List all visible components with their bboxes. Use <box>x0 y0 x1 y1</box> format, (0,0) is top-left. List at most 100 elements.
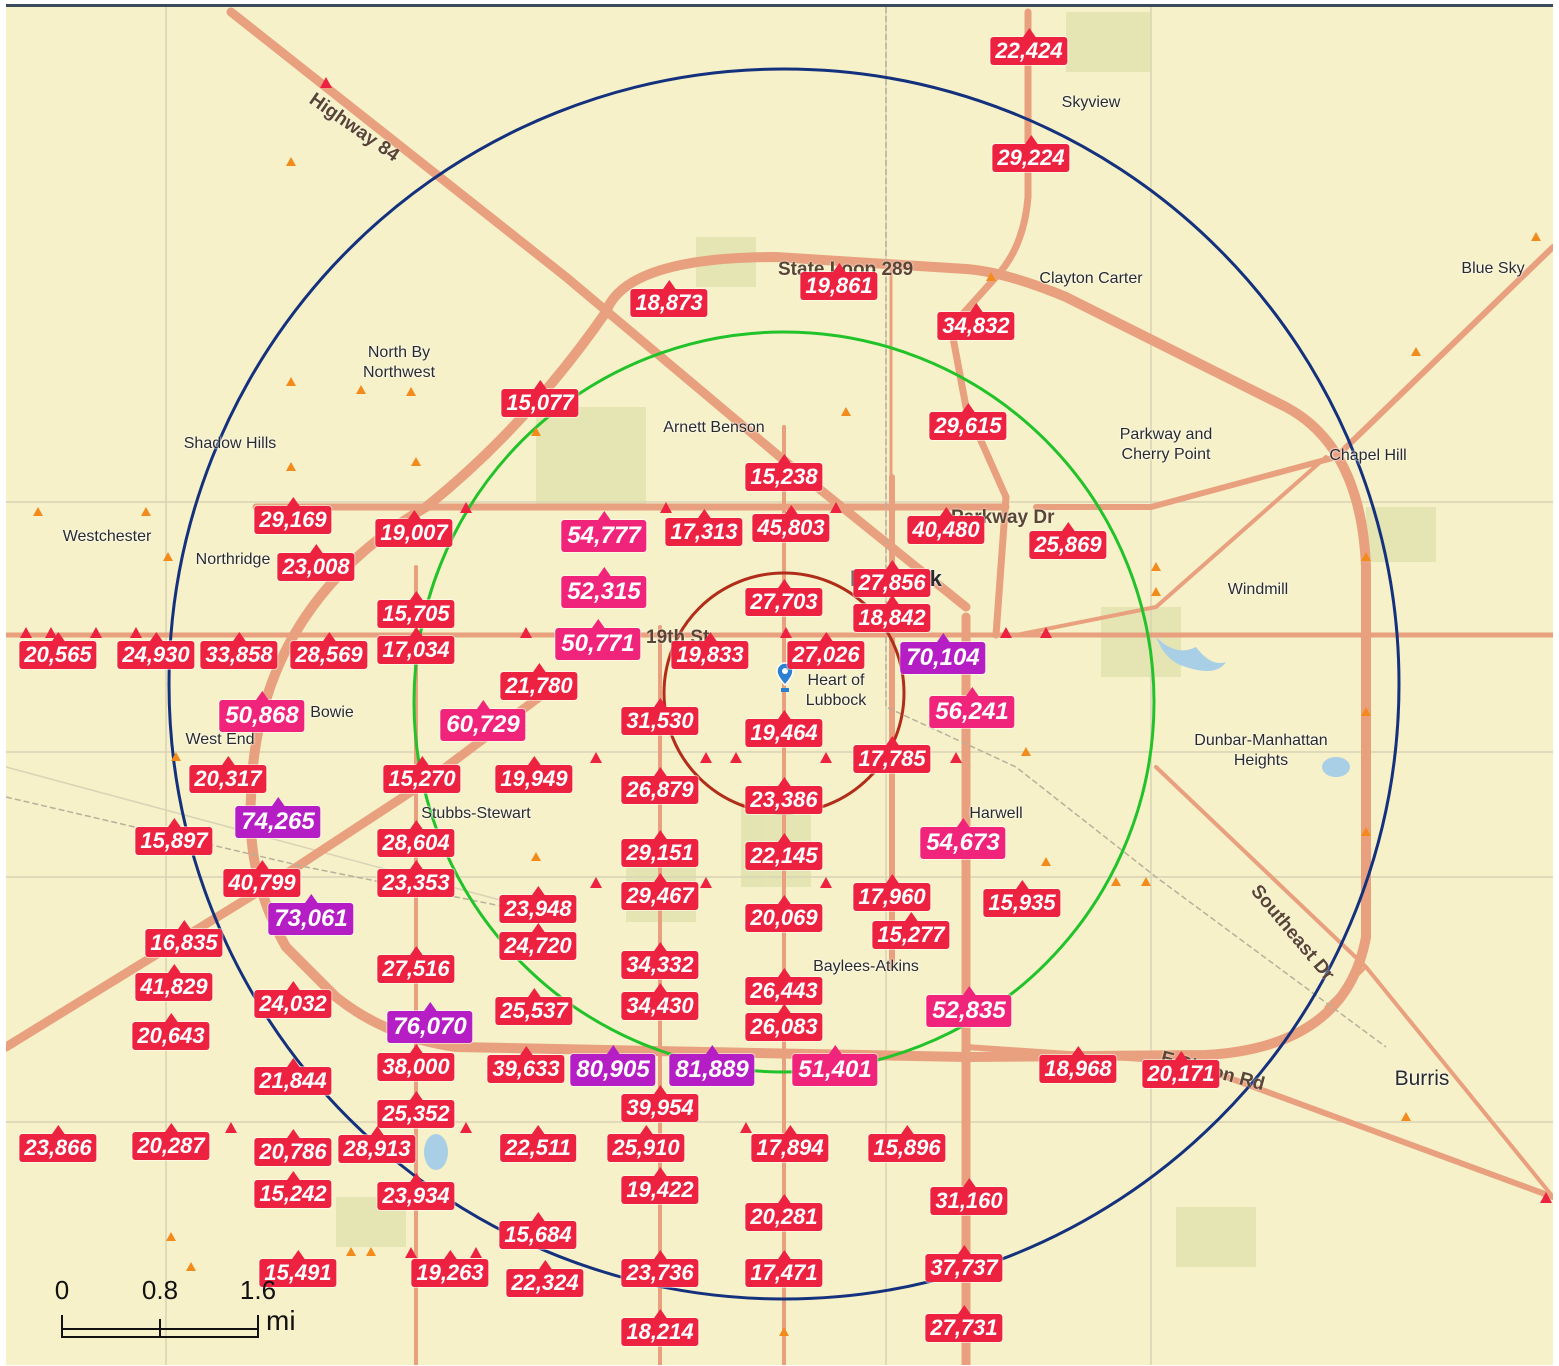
traffic-count-red[interactable]: 17,894 <box>751 1134 829 1162</box>
traffic-count-red[interactable]: 24,720 <box>499 932 577 960</box>
traffic-count-red[interactable]: 23,948 <box>499 895 577 923</box>
traffic-count-red[interactable]: 19,464 <box>745 719 823 747</box>
traffic-count-red[interactable]: 19,949 <box>495 765 573 793</box>
traffic-count-red[interactable]: 19,861 <box>800 272 878 300</box>
traffic-count-red[interactable]: 22,324 <box>506 1269 584 1297</box>
traffic-count-red[interactable]: 29,615 <box>929 412 1007 440</box>
traffic-count-pink[interactable]: 52,835 <box>926 995 1012 1027</box>
traffic-count-red[interactable]: 38,000 <box>377 1053 455 1081</box>
traffic-count-red[interactable]: 18,873 <box>630 289 708 317</box>
traffic-count-red[interactable]: 22,424 <box>990 37 1068 65</box>
traffic-count-pink[interactable]: 56,241 <box>929 696 1015 728</box>
traffic-count-red[interactable]: 25,869 <box>1029 531 1107 559</box>
traffic-count-red[interactable]: 27,731 <box>925 1314 1003 1342</box>
traffic-count-red[interactable]: 20,287 <box>132 1132 210 1160</box>
traffic-count-red[interactable]: 23,008 <box>277 553 355 581</box>
traffic-count-red[interactable]: 28,569 <box>290 641 368 669</box>
traffic-count-red[interactable]: 27,516 <box>377 955 455 983</box>
traffic-count-red[interactable]: 20,069 <box>745 904 823 932</box>
traffic-count-pink[interactable]: 52,315 <box>561 576 647 608</box>
traffic-count-red[interactable]: 20,317 <box>189 765 267 793</box>
traffic-count-red[interactable]: 16,835 <box>145 929 223 957</box>
traffic-count-pink[interactable]: 50,771 <box>555 628 641 660</box>
traffic-count-red[interactable]: 20,643 <box>132 1022 210 1050</box>
traffic-count-red[interactable]: 23,866 <box>19 1134 97 1162</box>
traffic-count-red[interactable]: 29,151 <box>621 839 699 867</box>
traffic-count-red[interactable]: 18,214 <box>621 1318 699 1346</box>
traffic-count-red[interactable]: 41,829 <box>135 973 213 1001</box>
traffic-count-pink[interactable]: 54,673 <box>920 827 1006 859</box>
traffic-count-red[interactable]: 21,844 <box>254 1067 332 1095</box>
traffic-count-red[interactable]: 29,169 <box>254 506 332 534</box>
traffic-count-red[interactable]: 29,467 <box>621 882 699 910</box>
traffic-count-red[interactable]: 15,705 <box>377 600 455 628</box>
traffic-count-pink[interactable]: 51,401 <box>792 1054 878 1086</box>
traffic-count-red[interactable]: 22,145 <box>745 842 823 870</box>
traffic-count-red[interactable]: 20,565 <box>19 641 97 669</box>
traffic-count-red[interactable]: 23,353 <box>377 869 455 897</box>
traffic-count-red[interactable]: 17,960 <box>853 883 931 911</box>
traffic-count-red[interactable]: 21,780 <box>500 672 578 700</box>
traffic-count-red[interactable]: 26,879 <box>621 776 699 804</box>
traffic-count-purple[interactable]: 73,061 <box>268 903 354 935</box>
traffic-count-red[interactable]: 28,913 <box>338 1135 416 1163</box>
traffic-count-red[interactable]: 15,277 <box>872 921 950 949</box>
traffic-count-red[interactable]: 26,443 <box>745 977 823 1005</box>
traffic-count-red[interactable]: 17,471 <box>745 1259 823 1287</box>
traffic-count-purple[interactable]: 74,265 <box>235 806 321 838</box>
traffic-count-red[interactable]: 22,511 <box>500 1134 576 1162</box>
traffic-count-red[interactable]: 39,954 <box>621 1094 699 1122</box>
traffic-count-red[interactable]: 31,530 <box>621 707 699 735</box>
traffic-count-red[interactable]: 17,313 <box>665 518 743 546</box>
traffic-count-red[interactable]: 34,332 <box>621 951 699 979</box>
traffic-count-red[interactable]: 34,832 <box>937 312 1015 340</box>
traffic-count-pink[interactable]: 54,777 <box>561 520 647 552</box>
traffic-count-red[interactable]: 37,737 <box>925 1254 1003 1282</box>
traffic-count-red[interactable]: 15,897 <box>135 827 213 855</box>
traffic-count-red[interactable]: 17,785 <box>853 745 931 773</box>
traffic-count-red[interactable]: 45,803 <box>752 514 830 542</box>
traffic-count-red[interactable]: 31,160 <box>930 1187 1008 1215</box>
traffic-count-red[interactable]: 23,386 <box>745 786 823 814</box>
traffic-count-red[interactable]: 20,786 <box>254 1138 332 1166</box>
traffic-count-red[interactable]: 27,026 <box>787 641 865 669</box>
traffic-count-red[interactable]: 40,799 <box>223 869 301 897</box>
traffic-count-red[interactable]: 15,242 <box>254 1180 332 1208</box>
traffic-count-red[interactable]: 19,833 <box>671 641 749 669</box>
traffic-count-red[interactable]: 15,896 <box>868 1134 946 1162</box>
traffic-count-red[interactable]: 18,842 <box>853 604 931 632</box>
traffic-count-red[interactable]: 15,684 <box>499 1221 577 1249</box>
traffic-count-red[interactable]: 15,238 <box>745 463 823 491</box>
traffic-count-red[interactable]: 15,077 <box>501 389 579 417</box>
traffic-count-red[interactable]: 25,910 <box>607 1134 685 1162</box>
traffic-count-pink[interactable]: 50,868 <box>219 700 305 732</box>
traffic-count-red[interactable]: 27,856 <box>853 569 931 597</box>
traffic-count-pink[interactable]: 60,729 <box>440 709 526 741</box>
traffic-count-red[interactable]: 15,270 <box>383 765 461 793</box>
traffic-count-red[interactable]: 17,034 <box>377 636 455 664</box>
traffic-count-red[interactable]: 20,281 <box>745 1203 823 1231</box>
traffic-count-red[interactable]: 24,930 <box>117 641 195 669</box>
traffic-count-red[interactable]: 33,858 <box>200 641 278 669</box>
traffic-count-purple[interactable]: 80,905 <box>570 1054 656 1086</box>
traffic-count-red[interactable]: 28,604 <box>377 829 455 857</box>
traffic-count-red[interactable]: 25,537 <box>495 997 573 1025</box>
traffic-count-red[interactable]: 40,480 <box>907 516 985 544</box>
traffic-count-red[interactable]: 15,491 <box>259 1259 337 1287</box>
traffic-count-red[interactable]: 19,007 <box>375 519 453 547</box>
location-pin-icon[interactable] <box>776 662 794 694</box>
traffic-count-red[interactable]: 26,083 <box>745 1013 823 1041</box>
traffic-count-red[interactable]: 19,422 <box>621 1176 699 1204</box>
traffic-count-red[interactable]: 20,171 <box>1142 1060 1220 1088</box>
traffic-count-red[interactable]: 27,703 <box>745 588 823 616</box>
traffic-count-red[interactable]: 23,934 <box>377 1182 455 1210</box>
traffic-count-red[interactable]: 18,968 <box>1039 1055 1117 1083</box>
traffic-count-red[interactable]: 39,633 <box>487 1055 565 1083</box>
traffic-count-red[interactable]: 25,352 <box>377 1100 455 1128</box>
traffic-count-red[interactable]: 15,935 <box>983 889 1061 917</box>
traffic-count-purple[interactable]: 70,104 <box>900 642 986 674</box>
traffic-count-purple[interactable]: 76,070 <box>387 1011 473 1043</box>
traffic-count-purple[interactable]: 81,889 <box>669 1054 755 1086</box>
traffic-count-red[interactable]: 29,224 <box>992 144 1070 172</box>
